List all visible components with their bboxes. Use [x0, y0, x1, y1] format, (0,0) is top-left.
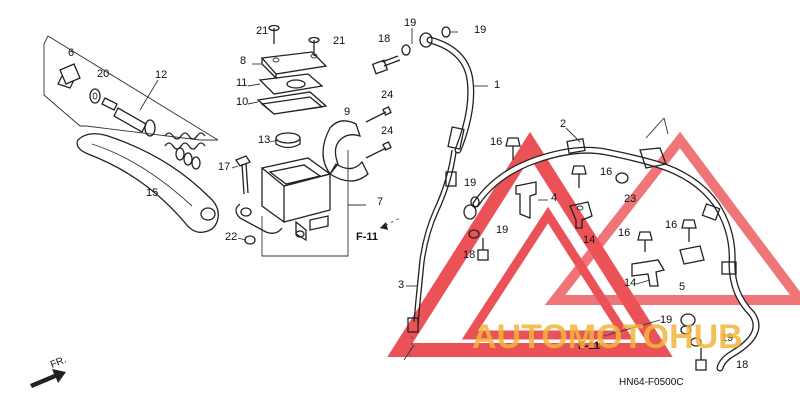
- watermark-text: AUTOMOTOHUB: [472, 318, 743, 356]
- callout-c1: 1: [494, 79, 500, 91]
- callout-numbers: 6 20 12 15 21 21 8 11 10 13 9 17 7 22 24 24 19 19 18 1 16 2 16…: [68, 17, 748, 371]
- callout-c22: 22: [225, 231, 237, 243]
- callout-c19f: 19: [721, 332, 733, 344]
- callout-c11: 11: [236, 77, 247, 89]
- part-12-piston-set: [101, 79, 206, 170]
- part-22-nut: [244, 235, 256, 245]
- callout-c19d: 19: [496, 224, 508, 236]
- part-9-holder: [322, 120, 362, 176]
- callout-c4: 4: [551, 192, 557, 204]
- part-17-pivot-bolt: [235, 155, 251, 195]
- part-20-washer: [89, 88, 101, 104]
- callout-c19c: 19: [464, 177, 476, 189]
- watermark-triangle-logo: [387, 131, 800, 357]
- part-18-bolt-bottom: [695, 348, 707, 371]
- part-19-washer-d: [468, 229, 480, 239]
- callout-c16c: 16: [618, 227, 630, 239]
- part-21-screws: [268, 24, 320, 56]
- part-19-washer-e: [680, 325, 692, 335]
- part-24-bolts: [365, 106, 392, 159]
- part-11-set-plate: [258, 73, 324, 95]
- direction-label: FR.: [49, 355, 68, 371]
- part-10-diaphragm: [256, 91, 328, 115]
- part-19-washer-f: [690, 337, 702, 347]
- front-direction-arrow: [30, 369, 66, 388]
- callout-c18c: 18: [736, 359, 748, 371]
- callout-c23: 23: [624, 193, 636, 205]
- callout-c20: 20: [97, 68, 109, 80]
- section-ref-ref2: F-11: [578, 340, 600, 352]
- callout-c21a: 21: [256, 25, 268, 37]
- brake-hose-group: [371, 26, 760, 372]
- part-4-hose-clamp: [515, 181, 537, 219]
- part-14-clamps: [569, 201, 705, 287]
- part-19-washer-b: [441, 26, 451, 38]
- callout-c19b: 19: [474, 24, 486, 36]
- part-15-brake-lever: [76, 133, 219, 233]
- master-cylinder-group: [43, 24, 401, 257]
- callout-c5: 5: [679, 281, 685, 293]
- drawing-code: HN64-F0500C: [619, 377, 683, 388]
- callout-c9: 9: [344, 106, 350, 118]
- callout-c13: 13: [258, 134, 270, 146]
- callout-c3: 3: [398, 279, 404, 291]
- part-23-nut: [615, 172, 629, 184]
- callout-c24a: 24: [381, 89, 393, 101]
- callout-c19e: 19: [660, 314, 672, 326]
- part-16-bolts: [505, 137, 697, 252]
- part-19-washer-a: [401, 44, 411, 56]
- part-18-bolt-low: [477, 238, 489, 261]
- callout-c15: 15: [146, 187, 158, 199]
- callout-c18a: 18: [378, 33, 390, 45]
- callout-c2: 2: [560, 118, 566, 130]
- callout-c24b: 24: [381, 125, 393, 137]
- callout-c16a: 16: [490, 136, 502, 148]
- callout-c17: 17: [218, 161, 230, 173]
- part-3-brake-pipe: [413, 149, 453, 323]
- part-6-boot-cap: [57, 63, 81, 89]
- callout-c7: 7: [377, 196, 383, 208]
- part-13-float: [275, 132, 301, 149]
- callout-c6: 6: [68, 47, 74, 59]
- section-ref-ref1: F-11: [356, 231, 378, 243]
- callout-c14a: 14: [583, 234, 595, 246]
- callout-c18b: 18: [463, 249, 475, 261]
- callout-c14b: 14: [624, 277, 636, 289]
- callout-c19a: 19: [404, 17, 416, 29]
- part-8-reservoir-cap: [260, 51, 328, 80]
- part-7-master-cylinder-body: [235, 157, 332, 242]
- section-references: F-11F-11: [356, 231, 600, 352]
- callout-c16d: 16: [665, 219, 677, 231]
- callout-c12: 12: [155, 69, 167, 81]
- callout-c16b: 16: [600, 166, 612, 178]
- part-18-bolt-top: [371, 55, 401, 75]
- part-19-washer-c: [470, 196, 480, 208]
- callout-c8: 8: [240, 55, 246, 67]
- callout-c10: 10: [236, 96, 248, 108]
- callout-c21b: 21: [333, 35, 345, 47]
